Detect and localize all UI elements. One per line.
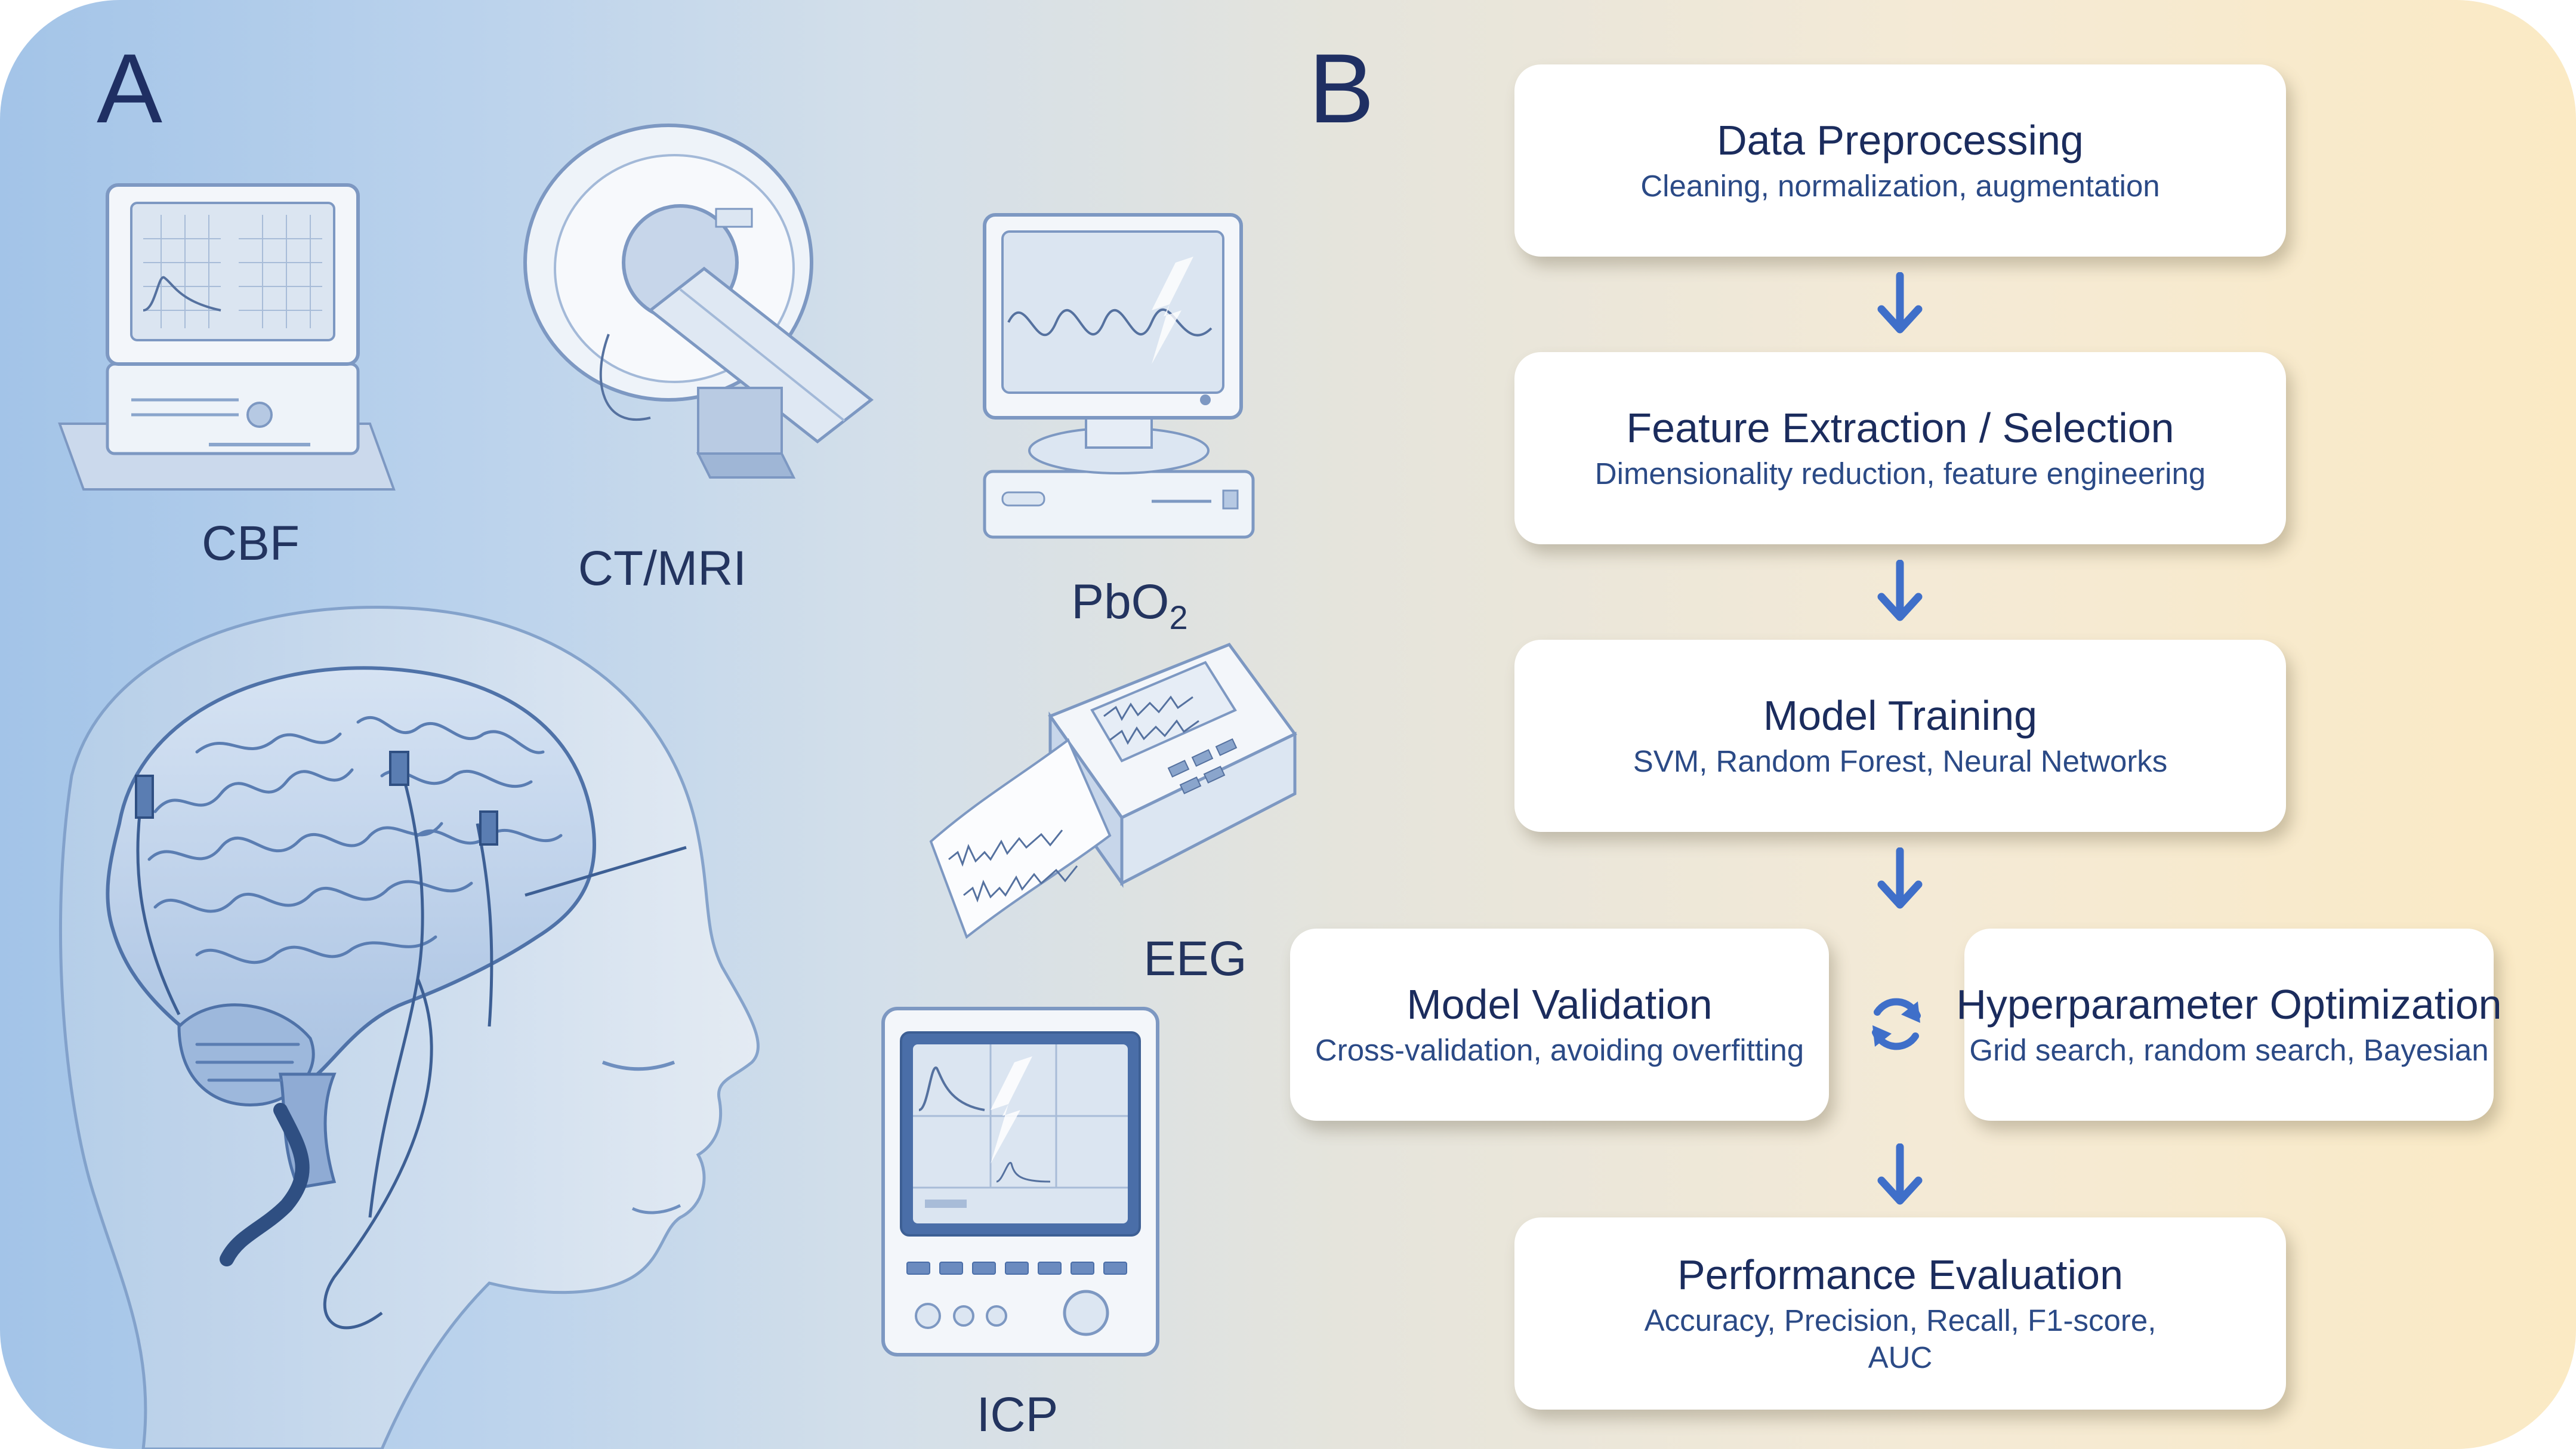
arrow-down-icon [1877, 560, 1923, 621]
data-preprocessing-box: Data Preprocessing Cleaning, normalizati… [1514, 64, 2286, 257]
hyperparameter-optimization-subtitle: Grid search, random search, Bayesian [1969, 1033, 2489, 1068]
arrow-down-icon [1877, 1143, 1923, 1205]
model-training-box: Model Training SVM, Random Forest, Neura… [1514, 640, 2286, 832]
hyperparameter-optimization-box: Hyperparameter Optimization Grid search,… [1956, 929, 2502, 1121]
icp-label: ICP [976, 1388, 1059, 1442]
feature-extraction-subtitle: Dimensionality reduction, feature engine… [1594, 457, 2206, 491]
arrow-down-icon [1877, 847, 1923, 909]
model-validation-subtitle: Cross-validation, avoiding overfitting [1315, 1033, 1804, 1068]
ct-mri-scanner-icon [523, 124, 874, 479]
panel-a-label: A [97, 33, 163, 143]
cycle-icon [1872, 998, 1921, 1050]
ctmri-label: CT/MRI [578, 541, 747, 596]
pbo2-label-main: PbO [1071, 575, 1170, 629]
brain-head-illustration [58, 606, 760, 1449]
pbo2-monitor-icon [983, 213, 1255, 539]
arrow-down-icon [1877, 272, 1923, 334]
panel-b-label: B [1309, 33, 1375, 143]
performance-evaluation-title: Performance Evaluation [1677, 1251, 2124, 1298]
eeg-label: EEG [1143, 932, 1247, 986]
icp-monitor-icon [881, 1007, 1159, 1356]
model-validation-box: Model Validation Cross-validation, avoid… [1290, 929, 1829, 1121]
cbf-monitor-icon [58, 183, 396, 491]
model-training-title: Model Training [1763, 692, 2038, 739]
performance-evaluation-subtitle: Accuracy, Precision, Recall, F1-score, A… [1644, 1303, 2157, 1375]
pbo2-label-subscript: 2 [1169, 599, 1188, 636]
model-training-subtitle: SVM, Random Forest, Neural Networks [1633, 744, 2168, 779]
eeg-machine-icon [929, 642, 1297, 939]
pbo2-label: PbO2 [1071, 578, 1187, 634]
data-preprocessing-title: Data Preprocessing [1717, 116, 2084, 164]
cbf-label: CBF [202, 516, 300, 571]
data-preprocessing-subtitle: Cleaning, normalization, augmentation [1640, 169, 2160, 204]
performance-evaluation-box: Performance Evaluation Accuracy, Precisi… [1514, 1217, 2286, 1410]
feature-extraction-title: Feature Extraction / Selection [1626, 404, 2174, 451]
feature-extraction-box: Feature Extraction / Selection Dimension… [1514, 352, 2286, 544]
model-validation-title: Model Validation [1406, 981, 1713, 1028]
hyperparameter-optimization-title: Hyperparameter Optimization [1956, 981, 2502, 1028]
